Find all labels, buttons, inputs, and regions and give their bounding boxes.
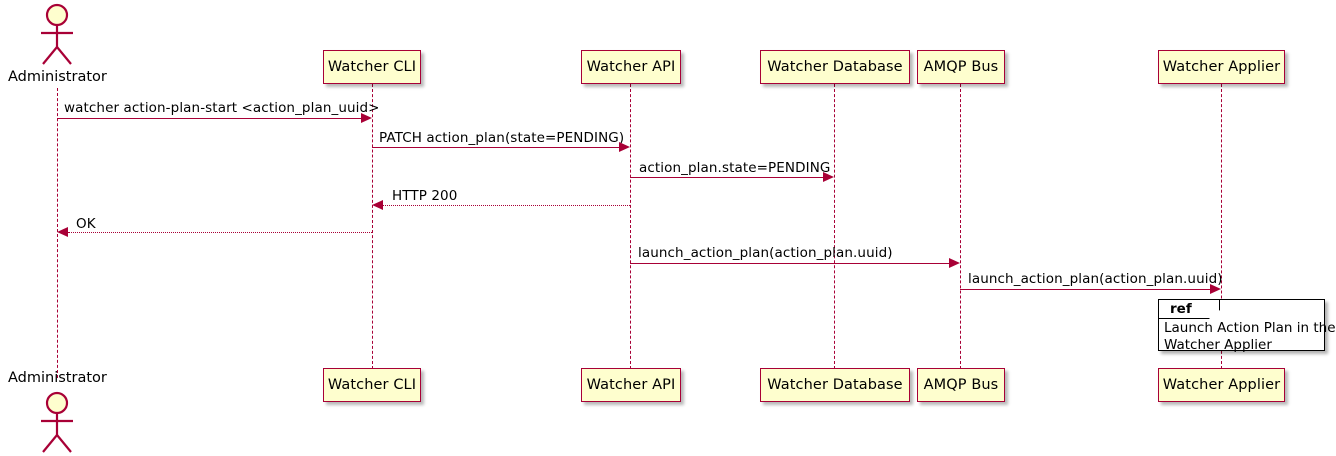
participant-amqp-bus-bottom[interactable]: AMQP Bus (917, 368, 1005, 402)
participant-label: Watcher Database (767, 59, 903, 75)
participant-watcher-api-bottom[interactable]: Watcher API (581, 368, 681, 402)
participant-watcher-applier-top[interactable]: Watcher Applier (1158, 50, 1285, 84)
participant-label: Watcher CLI (327, 377, 417, 393)
ref-fragment-body: Launch Action Plan in the Watcher Applie… (1164, 320, 1336, 354)
message-arrowhead-2 (619, 142, 630, 152)
message-line-5 (68, 232, 372, 233)
participant-watcher-applier-bottom[interactable]: Watcher Applier (1158, 368, 1285, 402)
lifeline-amqp-bus (960, 84, 961, 369)
message-label-3: action_plan.state=PENDING (639, 160, 831, 176)
message-label-2: PATCH action_plan(state=PENDING) (379, 130, 625, 146)
lifeline-watcher-api (630, 84, 631, 369)
participant-label: Watcher API (586, 377, 676, 393)
lifeline-watcher-applier (1221, 84, 1222, 369)
message-arrowhead-1 (361, 113, 372, 123)
actor-label-administrator-top: Administrator (8, 69, 107, 85)
ref-fragment-line-2: Watcher Applier (1164, 337, 1272, 353)
message-arrowhead-7 (1210, 284, 1221, 294)
message-label-5: OK (76, 216, 96, 232)
message-label-6: launch_action_plan(action_plan.uuid) (638, 245, 893, 261)
participant-watcher-api-top[interactable]: Watcher API (581, 50, 681, 84)
participant-watcher-cli-top[interactable]: Watcher CLI (323, 50, 421, 84)
message-arrowhead-5 (57, 227, 68, 237)
participant-label: AMQP Bus (923, 59, 999, 75)
actor-administrator-bottom (30, 388, 86, 456)
participant-label: Watcher API (586, 59, 676, 75)
participant-label: Watcher Applier (1162, 59, 1281, 75)
message-line-2 (372, 147, 620, 148)
message-label-4: HTTP 200 (392, 188, 458, 204)
ref-fragment-tab (1158, 299, 1220, 319)
participant-label: Watcher Applier (1162, 377, 1281, 393)
message-arrowhead-4 (372, 200, 383, 210)
actor-label-administrator-bottom: Administrator (8, 370, 107, 386)
message-line-6 (630, 263, 950, 264)
message-arrowhead-3 (823, 172, 834, 182)
message-line-3 (630, 177, 824, 178)
message-label-1: watcher action-plan-start <action_plan_u… (64, 100, 380, 116)
ref-fragment-line-1: Launch Action Plan in the (1164, 320, 1336, 336)
message-line-1 (57, 118, 362, 119)
participant-label: AMQP Bus (923, 377, 999, 393)
message-arrowhead-6 (949, 258, 960, 268)
participant-amqp-bus-top[interactable]: AMQP Bus (917, 50, 1005, 84)
lifeline-watcher-database (834, 84, 835, 369)
message-line-7 (960, 289, 1211, 290)
participant-watcher-database-top[interactable]: Watcher Database (760, 50, 910, 84)
actor-administrator-top (30, 0, 86, 68)
participant-label: Watcher Database (767, 377, 903, 393)
lifeline-watcher-cli (372, 84, 373, 369)
participant-watcher-database-bottom[interactable]: Watcher Database (760, 368, 910, 402)
message-label-7: launch_action_plan(action_plan.uuid) (968, 271, 1223, 287)
participant-watcher-cli-bottom[interactable]: Watcher CLI (323, 368, 421, 402)
message-line-4 (383, 205, 630, 206)
participant-label: Watcher CLI (327, 59, 417, 75)
ref-fragment-tag: ref (1170, 301, 1192, 317)
